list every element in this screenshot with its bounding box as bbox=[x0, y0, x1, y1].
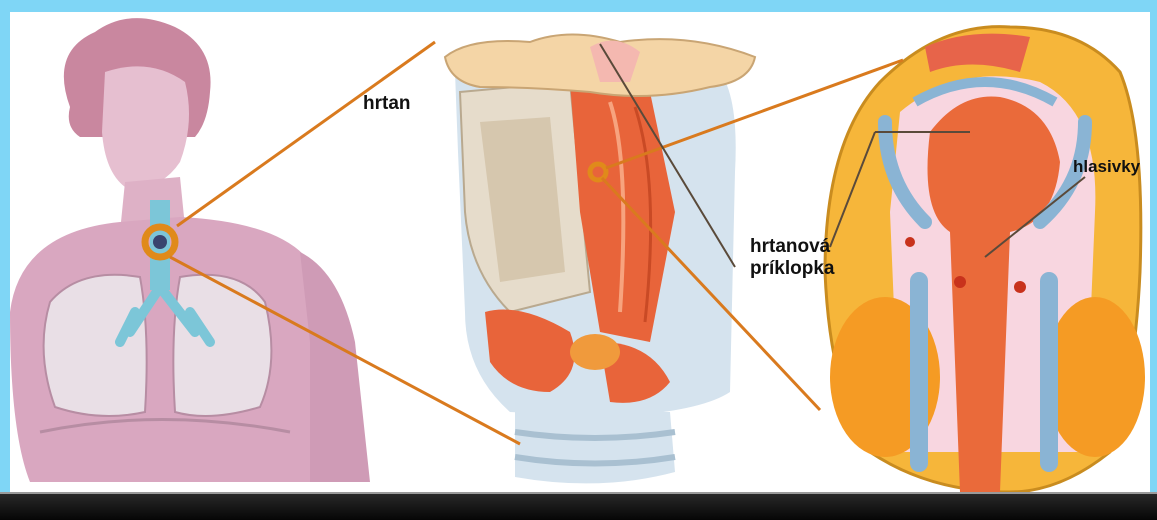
torso-figure bbox=[10, 18, 370, 482]
label-epiglottis-line1: hrtanová bbox=[750, 237, 830, 257]
label-larynx: hrtan bbox=[363, 94, 411, 114]
larynx-illustration bbox=[445, 35, 755, 484]
label-vocal-cords: hlasivky bbox=[1073, 157, 1140, 177]
cross-section-illustration bbox=[825, 27, 1145, 492]
anatomy-illustration bbox=[10, 12, 1150, 492]
bottom-bar bbox=[0, 492, 1157, 520]
callout-line-top-left bbox=[177, 42, 435, 226]
illustration-panel: hrtan hrtanová príklopka hlasivky bbox=[10, 12, 1150, 492]
label-epiglottis-line2: príklopka bbox=[750, 259, 834, 279]
